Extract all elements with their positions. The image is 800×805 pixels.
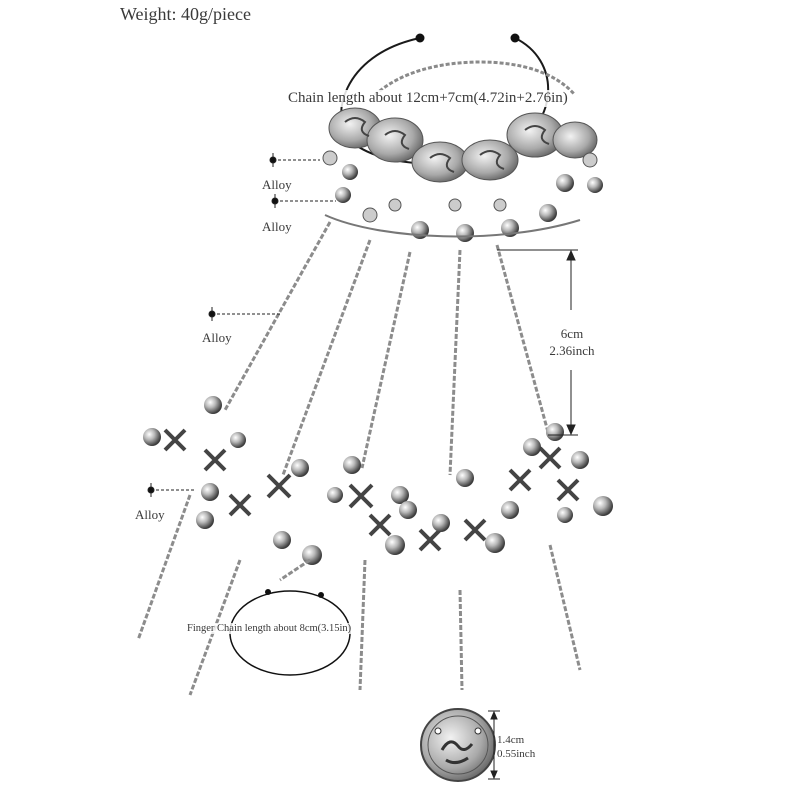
coin-detail: [420, 708, 496, 782]
coin-dimension-inch: 0.55inch: [497, 748, 536, 760]
alloy-label: Alloy: [135, 507, 165, 522]
coin-dimension-label: 1.4cm 0.55inch: [497, 733, 535, 761]
finger-chains: [223, 221, 550, 476]
finger-dimension-inch: 2.36inch: [549, 343, 595, 358]
finger-chain-label: Finger Chain length about 8cm(3.15in): [187, 623, 352, 634]
finger-dimension-cm: 6cm: [560, 326, 584, 341]
coin-dimension-cm: 1.4cm: [497, 734, 525, 746]
chain-length-label: Chain length about 12cm+7cm(4.72in+2.76i…: [286, 90, 570, 107]
alloy-pointers: [147, 153, 336, 497]
alloy-label: Alloy: [202, 330, 232, 345]
coin-band: [322, 107, 603, 242]
coin-dimension-marker: [488, 710, 500, 780]
alloy-label: Alloy: [262, 177, 292, 192]
finger-dimension-label: 6cm 2.36inch: [540, 325, 604, 359]
weight-label: Weight: 40g/piece: [120, 4, 252, 24]
charm-row: [143, 396, 613, 565]
alloy-label: Alloy: [262, 219, 292, 234]
finger-dimension-marker: [497, 249, 578, 436]
